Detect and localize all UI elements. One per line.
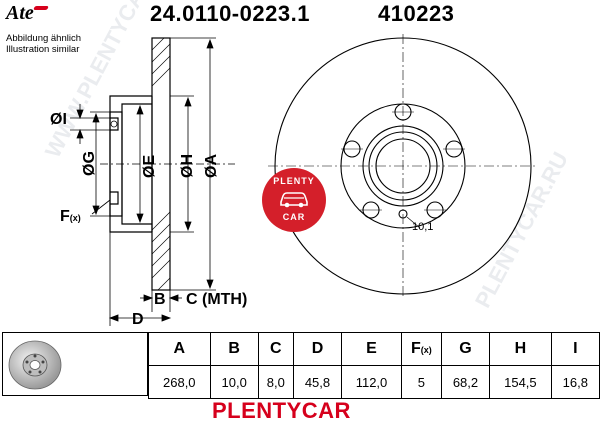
brake-disc-thumbnail-icon bbox=[8, 340, 62, 390]
spec-table-value-row: 268,0 10,0 8,0 45,8 112,0 5 68,2 154,5 1… bbox=[148, 365, 600, 399]
reference-number: 410223 bbox=[378, 1, 455, 26]
label-dia-g: ØG bbox=[81, 151, 98, 176]
header-c: C bbox=[257, 332, 294, 366]
label-fx: F(x) bbox=[60, 208, 81, 225]
header-b: B bbox=[209, 332, 259, 366]
fx-hole-section bbox=[110, 191, 119, 205]
part-number: 24.0110-0223.1 bbox=[150, 1, 310, 26]
label-dia-e: ØE bbox=[141, 155, 158, 178]
value-i: 16,8 bbox=[550, 365, 600, 399]
spec-table-grid: A B C D E F(x) G H I 268,0 10,0 8,0 45,8… bbox=[148, 332, 600, 399]
header: Ate 24.0110-0223.1 410223 bbox=[0, 0, 600, 28]
plentycar-badge: PLENTY CAR bbox=[262, 168, 326, 232]
label-b: B bbox=[154, 291, 166, 308]
disc-section-view bbox=[100, 37, 235, 291]
bolt-hole-section bbox=[110, 117, 119, 131]
value-f: 5 bbox=[400, 365, 442, 399]
badge-top-text: PLENTY bbox=[273, 176, 315, 186]
dimension-lines bbox=[70, 37, 216, 326]
label-dia-h: ØH bbox=[179, 154, 196, 178]
header-g: G bbox=[440, 332, 491, 366]
header-i: I bbox=[550, 332, 600, 366]
logo-text: Ate bbox=[6, 2, 34, 24]
label-fx-letter: F bbox=[60, 208, 70, 225]
label-dia-i: ØI bbox=[50, 111, 67, 128]
badge-bottom-text: CAR bbox=[282, 212, 306, 222]
label-hole-diameter: 10,1 bbox=[412, 221, 433, 233]
disc-front-view bbox=[268, 34, 538, 298]
value-g: 68,2 bbox=[440, 365, 491, 399]
value-c: 8,0 bbox=[257, 365, 294, 399]
value-b: 10,0 bbox=[209, 365, 259, 399]
value-h: 154,5 bbox=[489, 365, 552, 399]
header-f-sub: (x) bbox=[420, 345, 432, 355]
header-f: F(x) bbox=[400, 332, 442, 366]
label-c-mth: C (MTH) bbox=[186, 291, 247, 308]
header-h: H bbox=[489, 332, 552, 366]
spec-table: A B C D E F(x) G H I 268,0 10,0 8,0 45,8… bbox=[148, 332, 600, 399]
value-d: 45,8 bbox=[292, 365, 343, 399]
value-a: 268,0 bbox=[148, 365, 211, 399]
illustration-note-de: Abbildung ähnlich bbox=[6, 33, 82, 44]
header-f-letter: F bbox=[410, 340, 421, 357]
brake-disc-thumbnail bbox=[2, 332, 148, 396]
label-dia-a: ØA bbox=[203, 154, 220, 178]
logo-swoosh bbox=[33, 6, 49, 10]
value-e: 112,0 bbox=[341, 365, 402, 399]
car-icon bbox=[280, 192, 308, 208]
plentycar-brand-text: PLENTYCAR bbox=[212, 398, 351, 423]
section-hatch bbox=[151, 37, 171, 291]
header-a: A bbox=[148, 332, 211, 366]
label-fx-sub: (x) bbox=[70, 213, 81, 223]
header-e: E bbox=[341, 332, 402, 366]
technical-drawing: ØI ØG ØE ØH ØA F(x) B C (MTH) D bbox=[50, 34, 538, 328]
spec-table-header-row: A B C D E F(x) G H I bbox=[148, 332, 600, 366]
header-d: D bbox=[292, 332, 343, 366]
label-d: D bbox=[132, 311, 144, 328]
ate-logo-icon: Ate bbox=[6, 2, 34, 25]
illustration-note-en: Illustration similar bbox=[6, 44, 80, 55]
dimension-labels: ØI ØG ØE ØH ØA F(x) B C (MTH) D bbox=[50, 111, 247, 328]
illustration-note: Abbildung ähnlich Illustration similar bbox=[6, 33, 81, 55]
